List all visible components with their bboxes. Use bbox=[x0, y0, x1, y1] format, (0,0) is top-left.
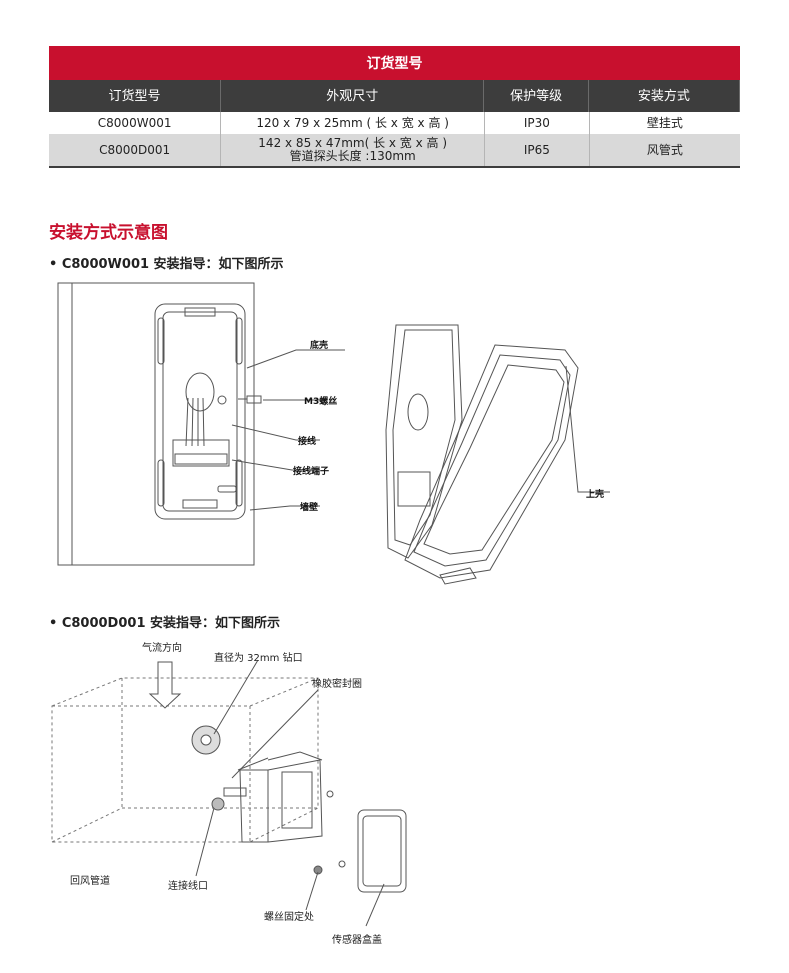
probe-length-text: 管道探头长度 :130mm bbox=[289, 149, 416, 163]
label-return-duct: 回风管道 bbox=[70, 874, 110, 887]
label-wiring: 接线 bbox=[298, 435, 316, 447]
cell-mounting: 壁挂式 bbox=[646, 115, 683, 130]
dimension-text: 120 x 79 x 25mm ( 长 x 宽 x 高 ) bbox=[256, 115, 449, 130]
cell-model: C8000W001 bbox=[49, 112, 222, 134]
cell-protection: IP65 bbox=[485, 134, 590, 166]
table-row: C8000W001 120 x 79 x 25mm ( 长 x 宽 x 高 ) … bbox=[49, 112, 740, 134]
order-table: 订货型号 订货型号 外观尺寸 保护等级 安装方式 C8000W001 120 x… bbox=[49, 46, 740, 168]
header-protection: 保护等级 bbox=[484, 80, 589, 112]
label-upper-shell: 上壳 bbox=[586, 488, 604, 500]
label-wall: 墙壁 bbox=[300, 501, 318, 513]
cell-mounting: 风管式 bbox=[646, 142, 683, 157]
label-m3-screw: M3螺丝 bbox=[304, 395, 337, 407]
wall-mount-heading: • C8000W001 安装指导：如下图所示 bbox=[49, 257, 284, 272]
label-gasket: 橡胶密封圈 bbox=[312, 677, 362, 690]
duct-mount-heading: • C8000D001 安装指导：如下图所示 bbox=[49, 616, 281, 631]
label-airflow: 气流方向 bbox=[142, 641, 182, 654]
header-model: 订货型号 bbox=[49, 80, 221, 112]
label-base: 底壳 bbox=[310, 339, 328, 351]
cell-model: C8000D001 bbox=[49, 134, 222, 166]
label-screw-point: 螺丝固定处 bbox=[264, 910, 314, 923]
table-title: 订货型号 bbox=[49, 46, 740, 80]
table-row: C8000D001 142 x 85 x 47mm( 长 x 宽 x 高 ) 管… bbox=[49, 134, 740, 166]
header-mounting: 安装方式 bbox=[589, 80, 740, 112]
dimension-text: 142 x 85 x 47mm( 长 x 宽 x 高 ) bbox=[258, 136, 448, 150]
header-dimensions: 外观尺寸 bbox=[221, 80, 485, 112]
label-cable-port: 连接线口 bbox=[168, 879, 208, 892]
duct-mount-diagram: 气流方向 直径为 32mm 钻口 橡胶密封圈 回风管道 连接线口 螺丝固定处 传… bbox=[51, 641, 407, 946]
label-terminal: 接线端子 bbox=[293, 465, 329, 477]
label-sensor-lid: 传感器盒盖 bbox=[332, 933, 382, 946]
wall-mount-diagram: 底壳 M3螺丝 接线 接线端子 墙壁 上壳 bbox=[57, 282, 610, 585]
cell-protection: IP30 bbox=[485, 112, 590, 134]
table-bottom-rule bbox=[49, 166, 740, 168]
table-header-row: 订货型号 外观尺寸 保护等级 安装方式 bbox=[49, 80, 740, 112]
cell-dimensions: 120 x 79 x 25mm ( 长 x 宽 x 高 ) bbox=[221, 112, 486, 134]
section-title: 安装方式示意图 bbox=[49, 223, 168, 243]
cell-dimensions: 142 x 85 x 47mm( 长 x 宽 x 高 ) 管道探头长度 :130… bbox=[221, 134, 486, 166]
label-drill-hole: 直径为 32mm 钻口 bbox=[214, 651, 303, 664]
